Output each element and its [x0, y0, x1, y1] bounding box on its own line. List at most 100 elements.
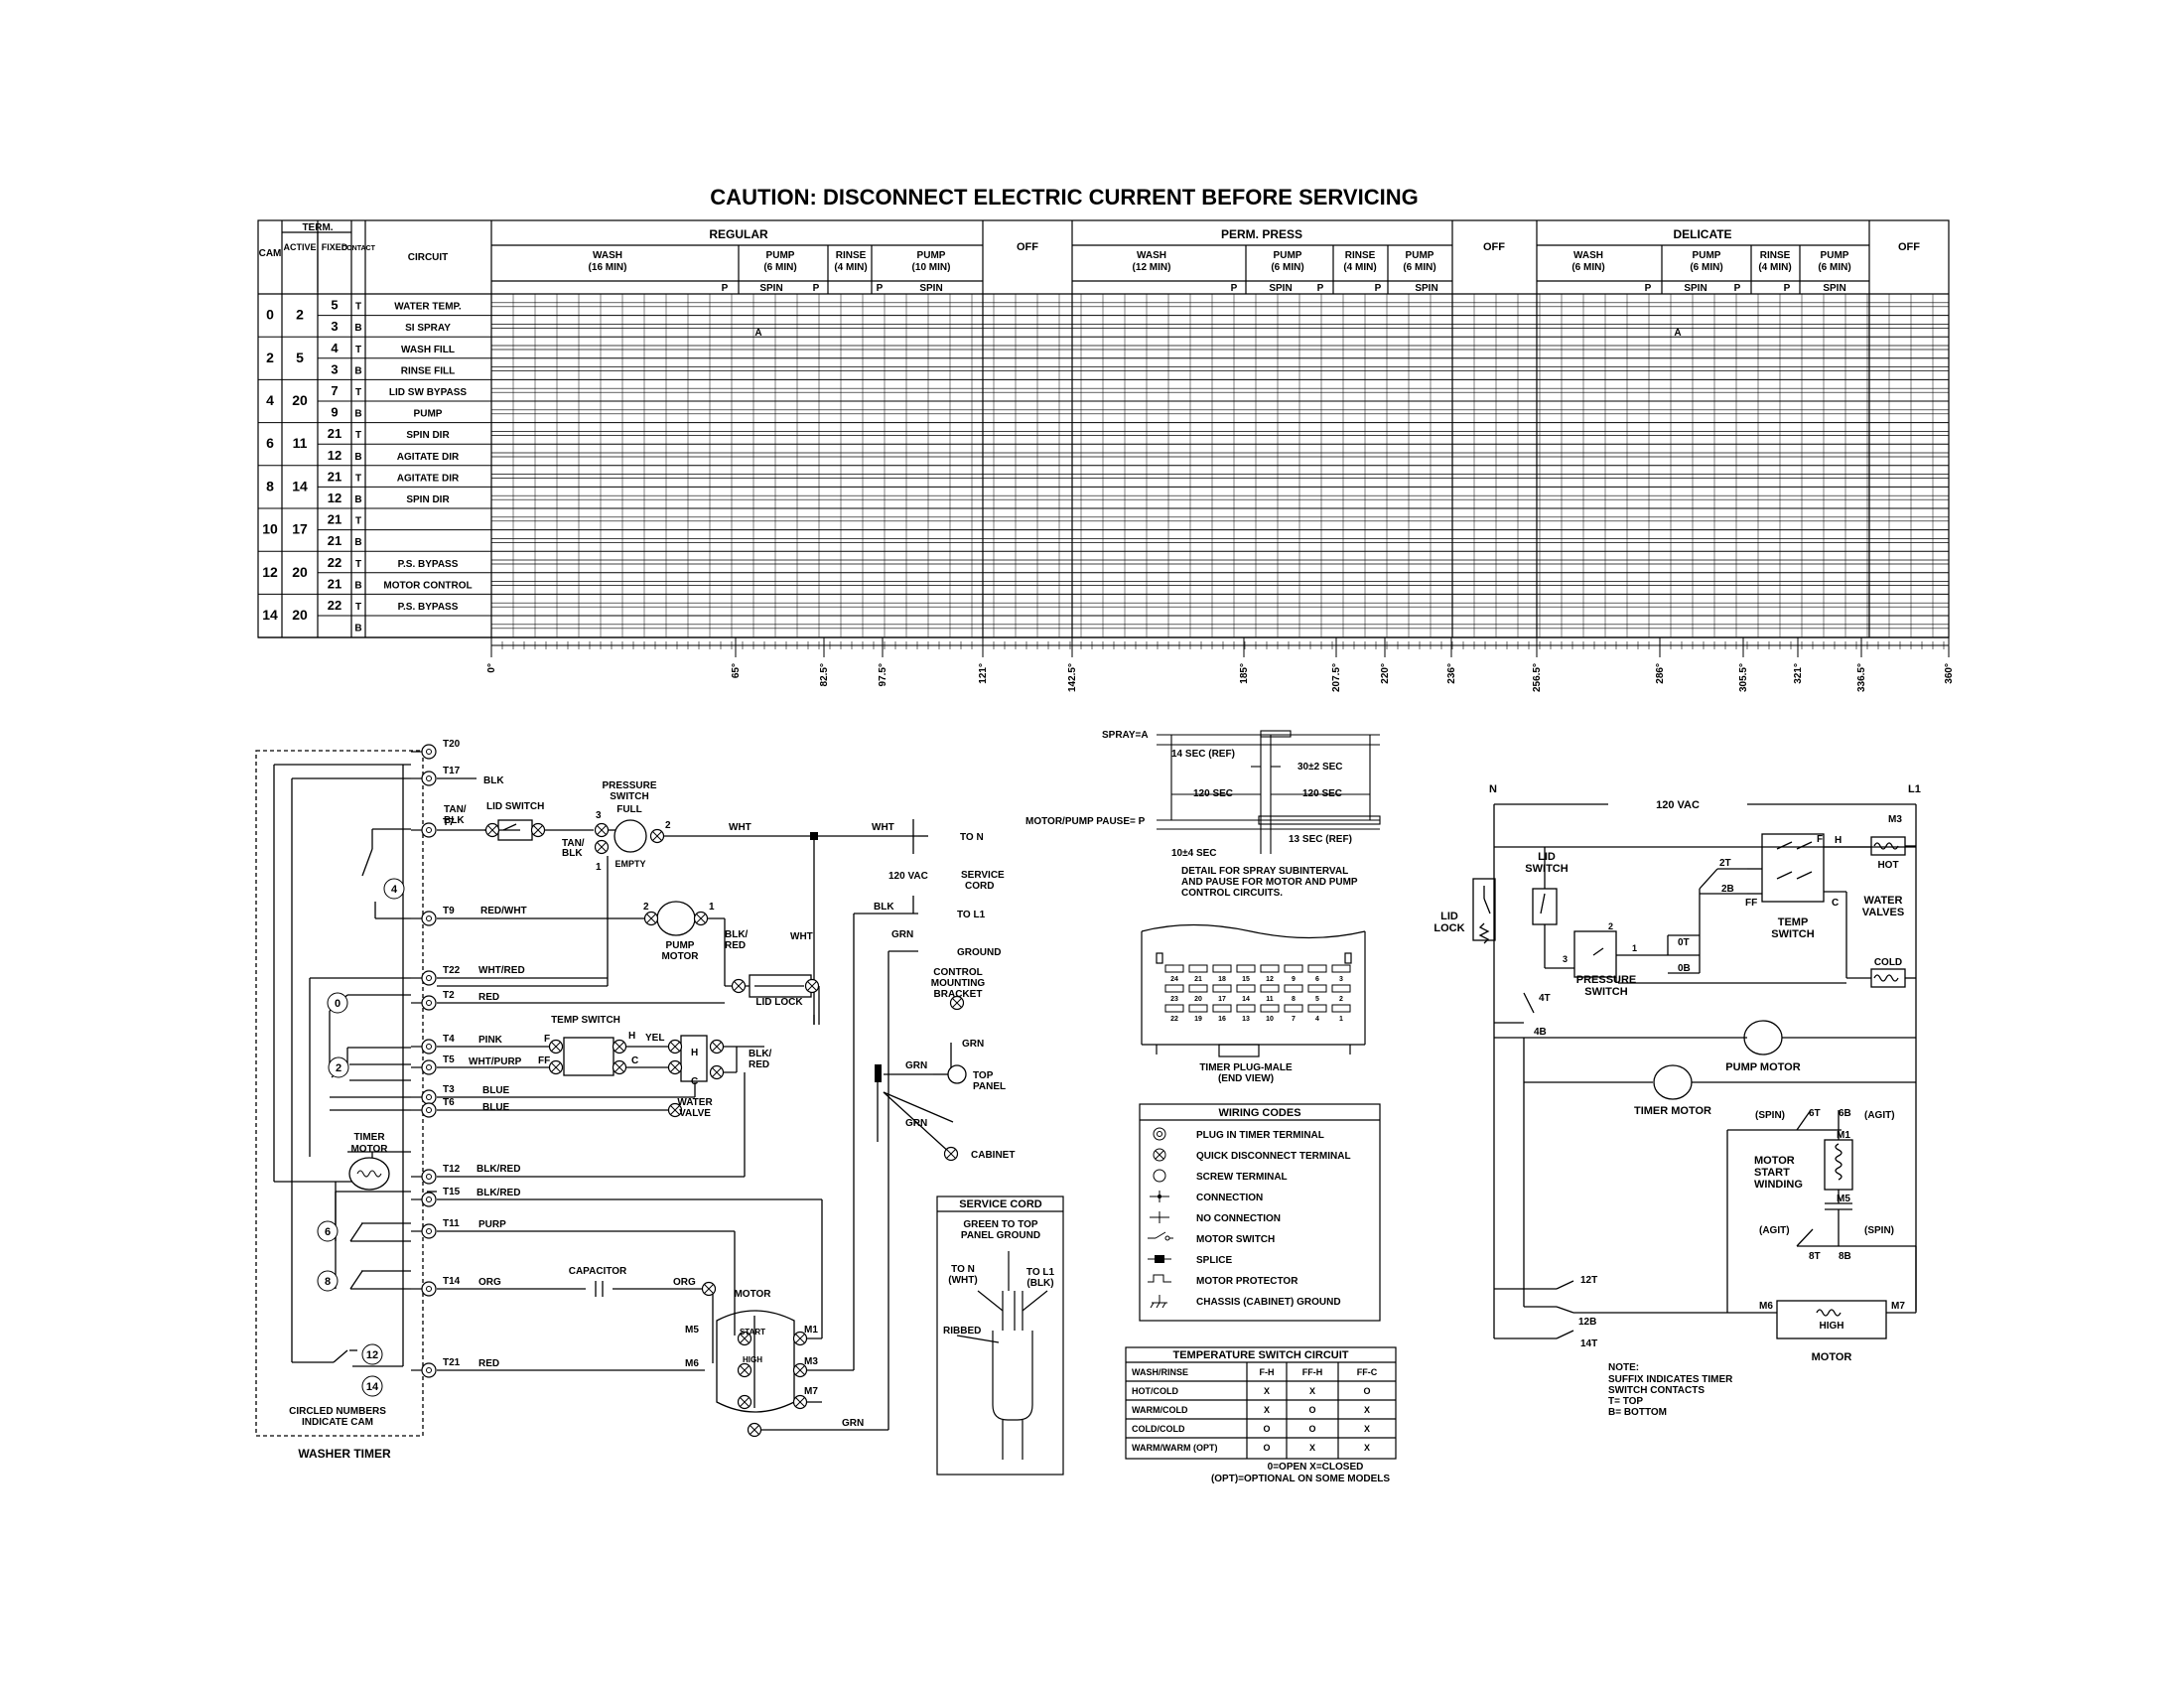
contact-cell: B [354, 624, 361, 634]
cam-14-circle [361, 1375, 383, 1397]
ladder-12b: 12B [1578, 1317, 1596, 1328]
pp-pump2: PUMP [1406, 250, 1434, 261]
control-3: BRACKET [934, 989, 983, 1000]
blk-red-1: BLK/ [725, 929, 749, 940]
ladder-msw-2: START [1754, 1167, 1790, 1179]
spray-eq-a: SPRAY=A [1102, 730, 1149, 741]
spray-detail-labels: SPRAY=A 14 SEC (REF) 30±2 SEC 120 SEC 12… [1025, 730, 1358, 899]
plug-pin [1188, 964, 1208, 973]
circuit-cell: SI SPRAY [405, 323, 451, 334]
ladder-motor: MOTOR [1812, 1351, 1852, 1363]
wiring-code-item: QUICK DISCONNECT TERMINAL [1196, 1151, 1351, 1162]
splice-mark [810, 832, 818, 840]
cam-markers: 4 0 2 6 8 12 14 [317, 878, 405, 1397]
off-1: OFF [1017, 241, 1038, 253]
plug-pin-number: 9 [1292, 976, 1296, 983]
plug-pin-number: 6 [1315, 976, 1319, 983]
ref-14-sec: 14 SEC (REF) [1171, 749, 1235, 760]
tan-blk-4: BLK [562, 848, 583, 859]
water-valve-1: WATER [677, 1097, 713, 1108]
pp-pump1-spin: SPIN [1269, 283, 1292, 294]
ladder-pressure-2: SWITCH [1584, 986, 1627, 998]
cam-12-circle [361, 1343, 383, 1365]
cam-cell: 2 [266, 350, 274, 365]
plug-pin-number: 14 [1242, 996, 1250, 1003]
ladder-4t: 4T [1539, 993, 1551, 1004]
plug-pin-number: 4 [1315, 1016, 1319, 1023]
motor-label: MOTOR [734, 1289, 771, 1300]
plug-pin [1331, 984, 1351, 993]
ground-label: GROUND [957, 947, 1001, 958]
cam-12-label: 12 [366, 1349, 378, 1361]
chart-degree-axis: 0°65°82.5°97.5°121°142.5°185°207.5°220°2… [486, 637, 1955, 692]
pp-pump1: PUMP [1274, 250, 1302, 261]
wiring-code-item: CHASSIS (CABINET) GROUND [1196, 1297, 1341, 1308]
pm-1: 1 [709, 902, 715, 913]
contact-cell: T [355, 302, 361, 313]
del-pump2-spin: SPIN [1823, 283, 1845, 294]
cam-0-circle [327, 992, 348, 1014]
ladder-spin-1: (SPIN) [1755, 1110, 1785, 1121]
circuit-header: CIRCUIT [408, 252, 449, 263]
temp-table-frame [1125, 1346, 1397, 1460]
pause-6: P [1375, 283, 1382, 294]
red-wht-label: RED/WHT [480, 906, 527, 916]
spray-note-3: CONTROL CIRCUITS. [1181, 888, 1283, 899]
cam-6-label: 6 [325, 1226, 331, 1238]
contact-cell: T [355, 516, 361, 527]
lid-lock-label: LID LOCK [755, 997, 803, 1008]
ladder-temp-1: TEMP [1778, 916, 1809, 928]
plug-pin [1260, 984, 1280, 993]
temp-table-cell: WARM/COLD [1132, 1405, 1188, 1415]
ladder-lid-switch-2: SWITCH [1525, 863, 1568, 875]
del-pump1-min: (6 MIN) [1690, 262, 1722, 273]
del-pump2: PUMP [1821, 250, 1849, 261]
fixed-cell: 21 [328, 576, 341, 591]
degree-label: 220° [1380, 663, 1391, 684]
ps-3: 3 [596, 810, 602, 821]
ladder-timer-motor: TIMER MOTOR [1634, 1105, 1711, 1117]
temp-legend-1: 0=OPEN X=CLOSED [1268, 1462, 1364, 1473]
plug-pin [1284, 1004, 1303, 1013]
timer-plug [1141, 923, 1366, 1057]
yel-label: YEL [645, 1033, 664, 1044]
plug-pin-number: 17 [1218, 996, 1226, 1003]
cam-2-circle [328, 1056, 349, 1078]
timer-terminal-label: T17 [443, 766, 461, 776]
timer-terminal-dot [426, 775, 432, 781]
timer-terminal-label: T20 [443, 739, 461, 750]
contact-cell: T [355, 602, 361, 613]
timer-terminal-dot [426, 1064, 432, 1070]
active-cell: 5 [296, 350, 304, 365]
plug-pin-number: 10 [1266, 1016, 1274, 1023]
org-label-2: ORG [673, 1277, 696, 1288]
pink-label: PINK [478, 1035, 503, 1046]
ladder-water-1: WATER [1864, 895, 1903, 907]
circuit-cell: P.S. BYPASS [398, 602, 459, 613]
active-cell: 2 [296, 307, 304, 323]
del-wash-min: (6 MIN) [1571, 262, 1604, 273]
timer-terminal-dot [426, 1174, 432, 1180]
temp-table-cell: X [1309, 1386, 1315, 1396]
pause-5: P [1317, 283, 1324, 294]
reg-pump2-spin: SPIN [919, 283, 942, 294]
timer-terminal-label: T3 [443, 1084, 455, 1095]
pressure-switch-label-1: PRESSURE [602, 780, 656, 791]
timer-motor-label-1: TIMER [353, 1132, 385, 1143]
cam-4-circle [383, 878, 405, 900]
reg-rinse: RINSE [836, 250, 867, 261]
ladder-4b: 4B [1534, 1027, 1547, 1038]
pause-3: P [877, 283, 884, 294]
ts-f: F [544, 1034, 550, 1045]
blk-red-2: RED [725, 940, 746, 951]
ladder-pump-motor: PUMP MOTOR [1725, 1061, 1800, 1073]
service-cord-box [936, 1196, 1064, 1476]
ladder-m5: M5 [1837, 1194, 1850, 1204]
pause-2: P [813, 283, 820, 294]
fixed-cell: 22 [328, 555, 341, 570]
cam-cell: 12 [262, 564, 278, 580]
timer-terminal-label: T14 [443, 1276, 461, 1287]
pp-rinse: RINSE [1345, 250, 1376, 261]
